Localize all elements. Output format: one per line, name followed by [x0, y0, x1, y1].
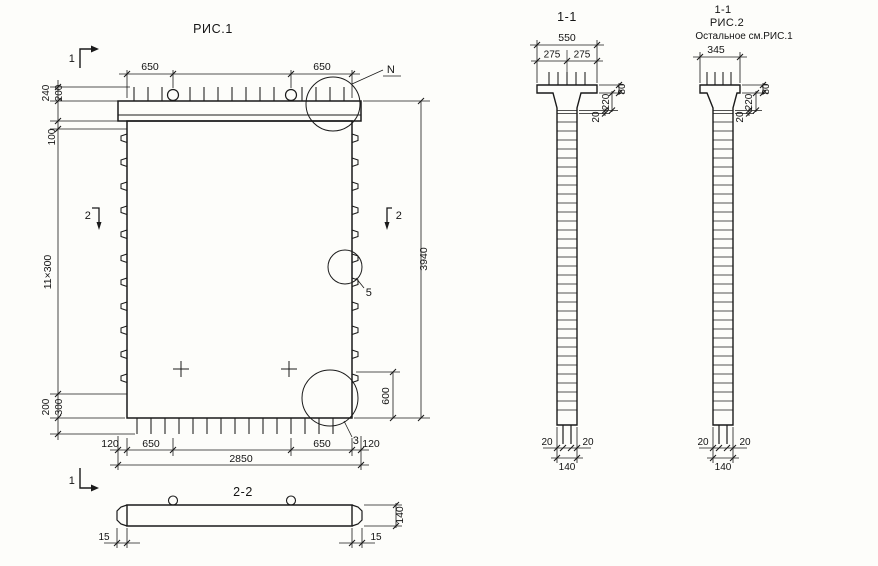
detail-label-n: N — [387, 64, 395, 76]
dim-220-section11: 220 — [601, 93, 612, 110]
section-mark-1-bottom-label: 1 — [69, 475, 76, 487]
dim-right-600: 600 — [380, 387, 392, 405]
dim-bottom-120-right: 120 — [362, 438, 380, 450]
dim-left-300: 300 — [54, 398, 65, 415]
fig2-note: Остальное см.РИС.1 — [695, 31, 793, 42]
dim-left-100: 100 — [47, 128, 58, 145]
dim-345: 345 — [707, 44, 725, 56]
dim-bottom-20-right-section11: 20 — [582, 437, 594, 448]
dim-20-fig2: 20 — [735, 111, 746, 123]
dim-bottom-650-left: 650 — [142, 438, 160, 450]
drawing-labels: РИС.1 650 650 240 200 100 11×300 200 300… — [41, 4, 793, 543]
dim-left-200-bottom: 200 — [41, 398, 52, 415]
dim-bottom-2850: 2850 — [229, 453, 253, 465]
dim-bottom-20-right-fig2: 20 — [739, 437, 751, 448]
dim-140-section22: 140 — [394, 506, 406, 524]
section-1-1-title: 1-1 — [557, 10, 577, 24]
dim-bottom-650-right: 650 — [313, 438, 331, 450]
dim-bottom-120-left: 120 — [101, 438, 119, 450]
detail-label-3: 3 — [353, 435, 360, 447]
dim-bottom-140-section11: 140 — [559, 462, 576, 473]
dim-80-fig2: 80 — [761, 83, 772, 95]
dim-top-650-left: 650 — [141, 61, 159, 73]
dim-left-11x300: 11×300 — [42, 255, 54, 290]
detail-label-5: 5 — [366, 287, 373, 299]
section-mark-2-right-label: 2 — [396, 210, 403, 222]
dim-bottom-140-fig2: 140 — [715, 462, 732, 473]
dim-275-left: 275 — [544, 50, 561, 61]
section-2-2-title: 2-2 — [233, 485, 253, 499]
dim-275-right: 275 — [574, 50, 591, 61]
dim-bottom-20-left-fig2: 20 — [697, 437, 709, 448]
drawing-linework — [50, 40, 768, 548]
dim-20-section11: 20 — [591, 111, 602, 123]
dim-top-650-right: 650 — [313, 61, 331, 73]
fig2-section-title: 1-1 — [714, 4, 731, 16]
dim-bottom-20-left-section11: 20 — [541, 437, 553, 448]
dim-15-left: 15 — [98, 532, 110, 543]
dim-left-200-top: 200 — [54, 84, 65, 101]
section-mark-2-left-label: 2 — [85, 210, 92, 222]
dim-550: 550 — [558, 32, 576, 44]
dim-left-240: 240 — [41, 84, 52, 101]
dim-15-right: 15 — [370, 532, 382, 543]
fig2-title: РИС.2 — [710, 17, 744, 29]
dim-80-section11: 80 — [617, 83, 628, 95]
section-mark-1-top-label: 1 — [69, 53, 76, 65]
dim-right-3940: 3940 — [418, 247, 430, 271]
dim-220-fig2: 220 — [744, 93, 755, 110]
fig1-title: РИС.1 — [193, 22, 233, 36]
